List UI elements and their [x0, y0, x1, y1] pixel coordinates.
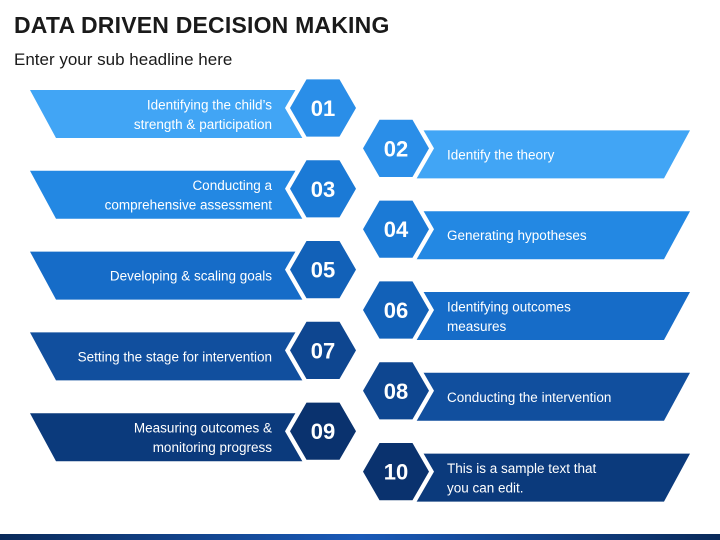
step-number: 08 [384, 379, 408, 404]
hexagon [363, 119, 429, 177]
step-number: 04 [384, 217, 409, 242]
step-number: 07 [311, 338, 335, 363]
step-band [396, 292, 690, 340]
step-label-line: Conducting a [192, 178, 272, 193]
step-09: Measuring outcomes & monitoring progress 0… [30, 398, 361, 465]
page-subtitle: Enter your sub headline here [14, 50, 233, 69]
step-02: Identify the theory 02 [358, 115, 690, 182]
step-band [30, 413, 323, 462]
step-band [396, 372, 690, 421]
step-label-line: Setting the stage for intervention [78, 349, 272, 364]
hexagon [290, 402, 356, 460]
step-band [30, 251, 323, 300]
hexagon [363, 362, 429, 420]
step-04: Generating hypotheses 04 [358, 196, 690, 263]
page-title: DATA DRIVEN DECISION MAKING [14, 12, 390, 38]
step-label-line: Identifying the child’s [147, 97, 272, 112]
step-05: Developing & scaling goals 05 [30, 236, 361, 303]
step-03: Conducting a comprehensive assessment 03 [30, 155, 361, 222]
step-number: 10 [384, 460, 408, 485]
step-number: 03 [311, 177, 335, 202]
step-number: 09 [311, 419, 335, 444]
hexagon [363, 443, 429, 501]
step-label-line: measures [447, 319, 507, 334]
step-band [396, 130, 690, 179]
step-label-line: Generating hypotheses [447, 228, 587, 243]
step-08: Conducting the intervention 08 [358, 357, 690, 424]
hexagon [290, 321, 356, 379]
step-label-line: Developing & scaling goals [110, 269, 272, 284]
step-10: This is a sample text that you can edit. 1… [358, 438, 690, 505]
hexagon [290, 160, 356, 218]
step-band [30, 332, 323, 381]
hexagon [363, 200, 429, 258]
step-01: Identifying the child’s strength & partic… [30, 75, 361, 141]
hexagon [290, 79, 356, 137]
step-label-line: strength & participation [134, 117, 272, 132]
step-07: Setting the stage for intervention 07 [30, 317, 361, 384]
step-band [396, 453, 690, 502]
step-label-line: comprehensive assessment [105, 198, 273, 213]
step-band [30, 90, 323, 138]
step-label-line: Identify the theory [447, 147, 555, 162]
step-06: Identifying outcomes measures 06 [358, 277, 690, 343]
step-label-line: monitoring progress [153, 440, 273, 455]
step-band [396, 211, 690, 260]
step-label-line: This is a sample text that [447, 461, 597, 476]
step-number: 02 [384, 136, 408, 161]
step-number: 05 [311, 258, 335, 283]
step-number: 06 [384, 298, 408, 323]
step-band [30, 170, 323, 219]
step-number: 01 [311, 96, 335, 121]
step-label-line: you can edit. [447, 480, 524, 495]
step-label-line: Measuring outcomes & [134, 420, 272, 435]
hexagon [290, 241, 356, 299]
hexagon [363, 281, 429, 339]
step-label-line: Identifying outcomes [447, 299, 571, 314]
footer-bar [0, 534, 720, 540]
step-label-line: Conducting the intervention [447, 390, 611, 405]
